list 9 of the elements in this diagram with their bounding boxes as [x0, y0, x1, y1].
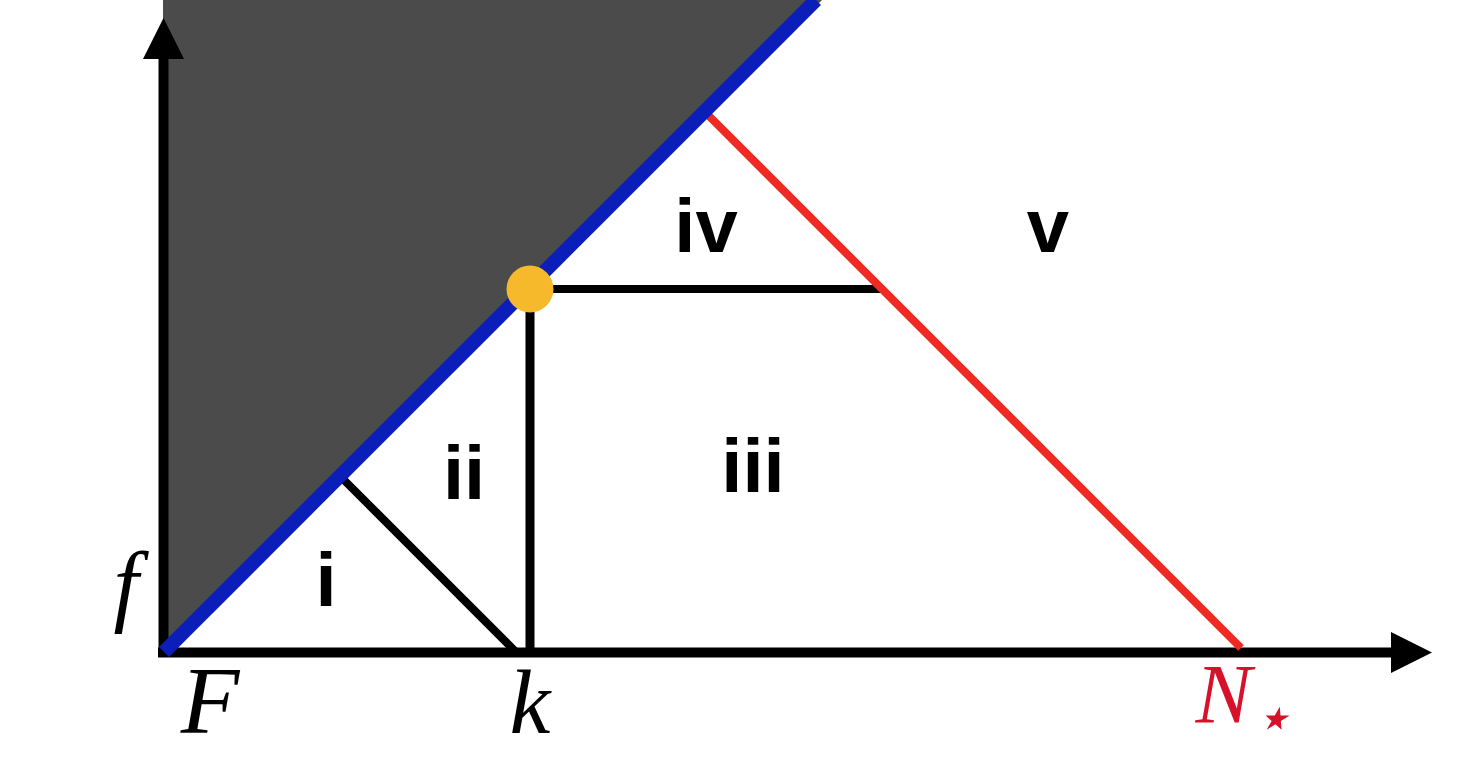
region-label: v: [1026, 188, 1070, 264]
tick-label: k: [508, 650, 553, 755]
tick-label: N$_{⋆}$: [1194, 647, 1292, 745]
region-label: ii: [442, 435, 486, 511]
region-label: iv: [674, 188, 738, 264]
axis-label: f: [101, 532, 151, 638]
region-label: iii: [721, 428, 785, 504]
tick-label: F: [179, 646, 241, 756]
region-label: i: [315, 542, 337, 618]
